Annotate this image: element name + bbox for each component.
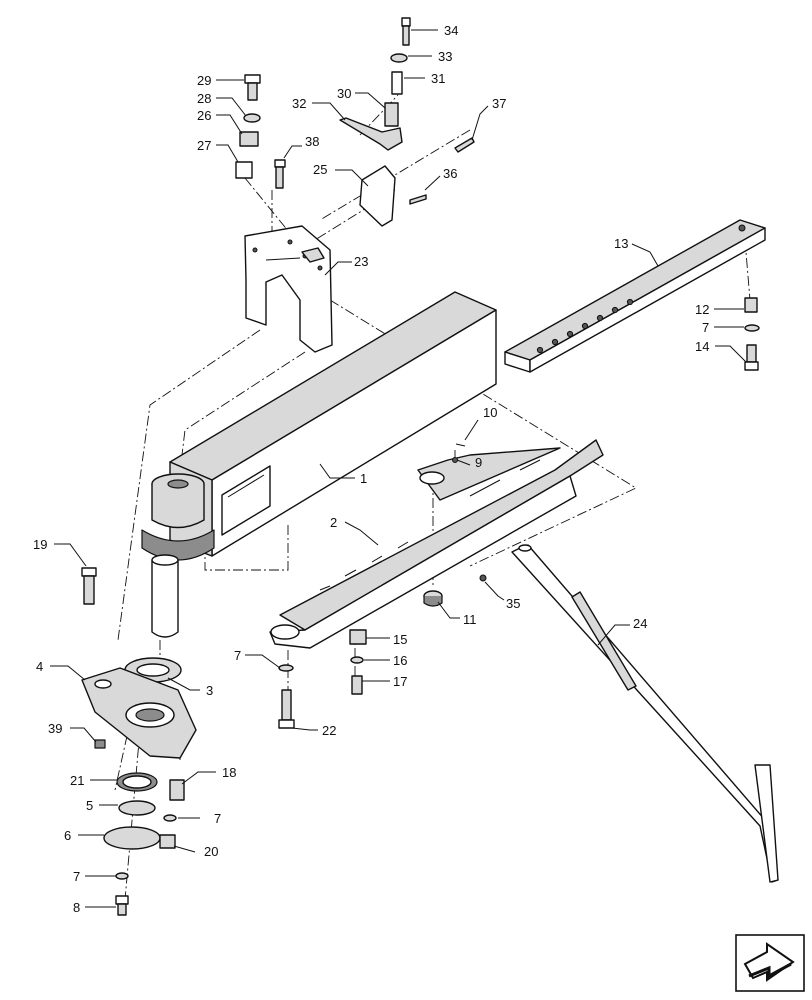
frame-pivot-housing — [141, 473, 215, 638]
callout-38: 38 — [283, 134, 319, 159]
jack-stand — [511, 544, 779, 883]
callout-7-a: 7 — [234, 648, 281, 669]
svg-text:23: 23 — [354, 254, 368, 269]
callout-9: 9 — [456, 455, 482, 470]
callout-7-b: 7 — [178, 811, 221, 826]
callout-14: 14 — [695, 339, 747, 363]
svg-text:17: 17 — [393, 674, 407, 689]
drawbar — [504, 219, 766, 373]
arrow-graphic — [735, 934, 805, 992]
callout-24: 24 — [597, 616, 647, 646]
bearing-plate-4 — [81, 667, 197, 759]
callout-labels: 1 2 3 4 5 6 7 7 7 7 8 9 10 11 12 13 14 1… — [33, 23, 747, 915]
callout-27: 27 — [197, 138, 239, 163]
callout-29: 29 — [197, 73, 244, 88]
svg-text:19: 19 — [33, 537, 47, 552]
svg-text:13: 13 — [614, 236, 628, 251]
svg-text:7: 7 — [214, 811, 221, 826]
callout-13: 13 — [614, 236, 659, 267]
callout-39: 39 — [48, 721, 97, 743]
svg-text:7: 7 — [73, 869, 80, 884]
callout-12: 12 — [695, 302, 744, 317]
callout-8: 8 — [73, 900, 116, 915]
callout-5: 5 — [86, 798, 118, 813]
hitch-bracket — [244, 225, 333, 353]
svg-text:36: 36 — [443, 166, 457, 181]
next-page-arrow-icon[interactable] — [735, 934, 805, 992]
callout-4: 4 — [36, 659, 86, 681]
svg-text:12: 12 — [695, 302, 709, 317]
callout-6: 6 — [64, 828, 104, 843]
callout-11: 11 — [437, 601, 477, 627]
callout-18: 18 — [181, 765, 236, 785]
svg-text:34: 34 — [444, 23, 458, 38]
svg-text:37: 37 — [492, 96, 506, 111]
svg-text:28: 28 — [197, 91, 211, 106]
callout-10: 10 — [464, 405, 497, 441]
callout-1: 1 — [319, 463, 367, 486]
svg-text:9: 9 — [475, 455, 482, 470]
svg-text:30: 30 — [337, 86, 351, 101]
svg-text:6: 6 — [64, 828, 71, 843]
callout-15: 15 — [366, 632, 407, 647]
callout-16: 16 — [364, 653, 407, 668]
svg-text:22: 22 — [322, 723, 336, 738]
fasteners — [81, 17, 760, 916]
svg-text:5: 5 — [86, 798, 93, 813]
svg-text:35: 35 — [506, 596, 520, 611]
svg-text:27: 27 — [197, 138, 211, 153]
main-frame-tube — [169, 291, 497, 557]
svg-text:16: 16 — [393, 653, 407, 668]
callout-32: 32 — [292, 96, 346, 121]
svg-text:39: 39 — [48, 721, 62, 736]
callout-3: 3 — [167, 677, 213, 698]
callout-33: 33 — [408, 49, 452, 64]
callout-21: 21 — [70, 773, 117, 788]
callout-23: 23 — [324, 254, 368, 276]
svg-text:29: 29 — [197, 73, 211, 88]
svg-text:20: 20 — [204, 844, 218, 859]
svg-text:7: 7 — [702, 320, 709, 335]
callout-19: 19 — [33, 537, 87, 567]
callout-26: 26 — [197, 108, 243, 135]
callout-30: 30 — [337, 86, 386, 109]
svg-text:8: 8 — [73, 900, 80, 915]
svg-text:18: 18 — [222, 765, 236, 780]
svg-text:1: 1 — [360, 471, 367, 486]
callout-17: 17 — [362, 674, 407, 689]
svg-text:7: 7 — [234, 648, 241, 663]
callout-35: 35 — [484, 581, 520, 611]
svg-text:26: 26 — [197, 108, 211, 123]
callout-7-d: 7 — [702, 320, 744, 335]
callout-22: 22 — [291, 723, 336, 738]
callout-2: 2 — [330, 515, 379, 546]
svg-text:2: 2 — [330, 515, 337, 530]
svg-text:24: 24 — [633, 616, 647, 631]
seal-21 — [116, 772, 158, 792]
svg-text:15: 15 — [393, 632, 407, 647]
callout-37: 37 — [471, 96, 506, 141]
svg-text:33: 33 — [438, 49, 452, 64]
svg-text:32: 32 — [292, 96, 306, 111]
svg-text:21: 21 — [70, 773, 84, 788]
svg-text:10: 10 — [483, 405, 497, 420]
callout-28: 28 — [197, 91, 247, 117]
callout-20: 20 — [173, 844, 218, 859]
callout-31: 31 — [404, 71, 445, 86]
callout-36: 36 — [424, 166, 457, 191]
washer-5 — [118, 800, 156, 816]
cap-6 — [103, 826, 161, 850]
svg-text:11: 11 — [463, 612, 477, 627]
svg-text:25: 25 — [313, 162, 327, 177]
svg-text:31: 31 — [431, 71, 445, 86]
callout-34: 34 — [411, 23, 458, 38]
svg-text:38: 38 — [305, 134, 319, 149]
svg-text:14: 14 — [695, 339, 709, 354]
svg-text:3: 3 — [206, 683, 213, 698]
callout-7-c: 7 — [73, 869, 116, 884]
callout-25: 25 — [313, 162, 369, 187]
svg-text:4: 4 — [36, 659, 43, 674]
